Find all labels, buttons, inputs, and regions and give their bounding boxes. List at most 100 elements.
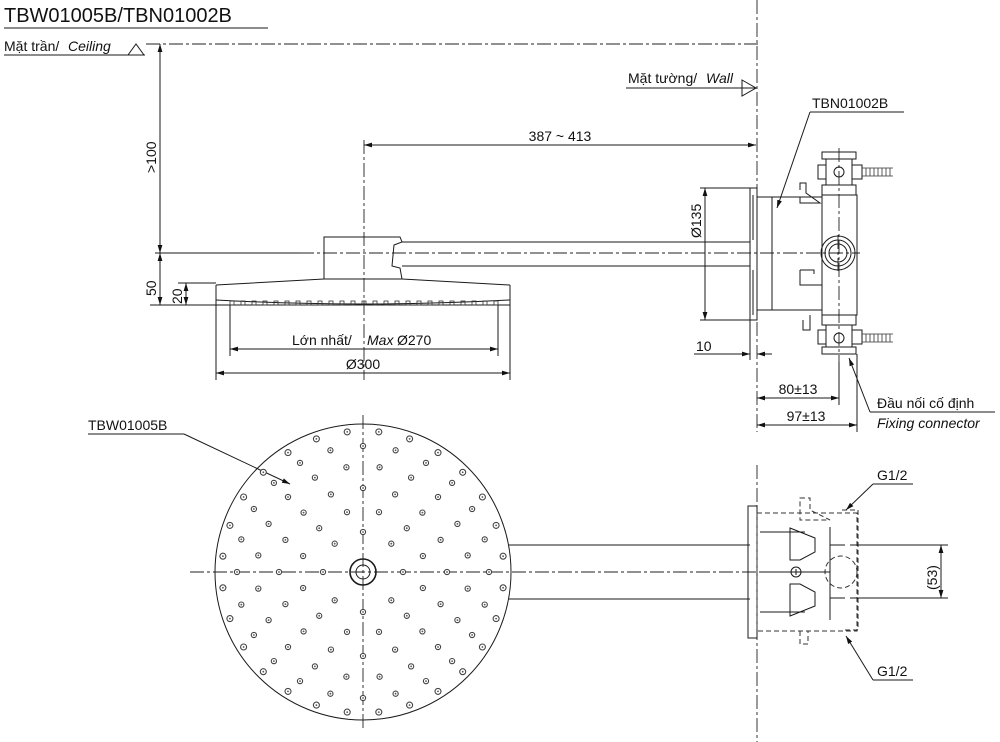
nozzle-bump [273, 300, 279, 306]
nozzle-bump [328, 300, 334, 306]
dim-135-text: Ø135 [688, 204, 704, 238]
dim-arm-length-text: 387 ~ 413 [529, 128, 592, 144]
nozzle-hole-center [322, 571, 324, 573]
nozzle-hole-center [461, 670, 464, 673]
nozzle-hole-center [405, 614, 408, 617]
nozzle-hole-center [466, 554, 469, 557]
nozzle-hole-center [362, 531, 364, 533]
dim-clearance-text: >100 [143, 141, 159, 173]
front-view-wall-box [747, 465, 859, 742]
nozzle-bump [405, 300, 411, 306]
nozzle-hole-center [253, 508, 255, 510]
body-part-callout: TBN01002B [776, 95, 904, 209]
nozzle-hole-center [394, 648, 396, 651]
side-view-nozzles [229, 300, 499, 306]
nozzle-bump [427, 300, 433, 306]
nozzle-hole-center [284, 539, 287, 541]
nozzle-hole-center [346, 511, 348, 513]
nozzle-hole-center [471, 634, 473, 636]
nozzle-hole-center [378, 675, 381, 678]
nozzle-hole-center [422, 587, 424, 589]
nozzle-hole-center [329, 449, 332, 452]
nozzle-hole-center [402, 571, 404, 573]
nozzle-bump [229, 300, 235, 306]
dim-10-text: 10 [696, 338, 712, 354]
nozzle-hole-center [229, 617, 231, 620]
nozzle-bump [317, 300, 323, 306]
thread-top-label: G1/2 [877, 467, 908, 483]
thread-callouts: G1/2 G1/2 [845, 467, 913, 681]
nozzle-hole-center [346, 631, 348, 633]
nozzle-hole-center [253, 634, 255, 636]
wall-reference: Mặt tường/ Wall [626, 0, 758, 432]
nozzle-hole-center [236, 571, 238, 573]
nozzle-hole-center [378, 511, 380, 513]
nozzle-hole-center [362, 487, 364, 489]
nozzle-hole-center [362, 445, 364, 447]
nozzle-bump [449, 300, 455, 306]
nozzle-hole-center [314, 476, 316, 479]
nozzle-bump [361, 300, 367, 306]
nozzle-hole-center [287, 496, 289, 498]
fixing-label-vi: Đầu nối cố định [877, 395, 974, 411]
nozzle-hole-center [394, 493, 396, 496]
dim-80-text: 80±13 [779, 381, 818, 397]
nozzle-bump [240, 300, 246, 306]
nozzle-hole-center [410, 476, 412, 479]
nozzle-hole-center [377, 711, 380, 713]
dim-97-text: 97±13 [787, 408, 826, 424]
nozzle-hole-center [333, 599, 336, 602]
nozzle-hole-center [222, 555, 224, 558]
wall-triangle-icon [741, 79, 758, 97]
nozzle-hole-center [267, 619, 270, 621]
head-part-label: TBW01005B [88, 417, 167, 433]
nozzle-bump [471, 300, 477, 306]
nozzle-hole-center [408, 704, 411, 706]
dim-53-text: (53) [924, 565, 940, 590]
nozzle-hole-center [315, 704, 318, 706]
nozzle-hole-center [287, 646, 289, 648]
nozzle-hole-center [495, 617, 497, 620]
nozzle-hole-center [471, 508, 473, 510]
nozzle-hole-center [302, 630, 305, 633]
nozzle-hole-center [302, 555, 304, 557]
nozzle-hole-center [302, 511, 305, 514]
dimension-head-height: 50 20 [143, 253, 216, 306]
dim-50-text: 50 [143, 280, 159, 296]
nozzle-hole-center [451, 482, 453, 484]
dim-max-en: Max [367, 332, 394, 348]
nozzle-hole-center [240, 538, 243, 541]
nozzle-hole-center [437, 451, 439, 454]
nozzle-hole-center [362, 697, 364, 699]
nozzle-hole-center [422, 555, 424, 557]
nozzle-hole-center [318, 527, 321, 530]
dimension-arm-length: 387 ~ 413 [363, 128, 756, 380]
front-view-shower-head: TBW01005B [88, 415, 760, 730]
nozzle-hole-center [390, 599, 393, 602]
nozzle-hole-center [481, 646, 484, 648]
nozzle-hole-center [345, 675, 348, 678]
nozzle-hole-center [488, 571, 490, 573]
nozzle-hole-center [267, 523, 270, 525]
nozzle-bump [306, 300, 312, 306]
nozzle-bump [460, 300, 466, 306]
nozzle-hole-center [330, 493, 332, 496]
nozzle-bump [350, 300, 356, 306]
nozzle-hole-center [346, 711, 349, 713]
nozzle-hole-center [408, 438, 411, 440]
wall-label-en: Wall [706, 70, 734, 86]
nozzle-hole-center [456, 523, 459, 525]
nozzle-bump [262, 300, 268, 306]
nozzle-bump [416, 300, 422, 306]
nozzle-hole-center [362, 655, 364, 657]
nozzle-hole-center [390, 542, 393, 545]
nozzle-hole-center [242, 496, 245, 498]
nozzle-hole-center [483, 603, 486, 606]
dim-max-value: Ø270 [397, 332, 431, 348]
nozzle-hole-center [456, 619, 459, 621]
nozzle-hole-center [437, 496, 439, 498]
nozzle-hole-center [439, 539, 442, 541]
nozzle-hole-center [481, 496, 484, 498]
dimension-inlet-spacing: (53) [850, 544, 948, 599]
